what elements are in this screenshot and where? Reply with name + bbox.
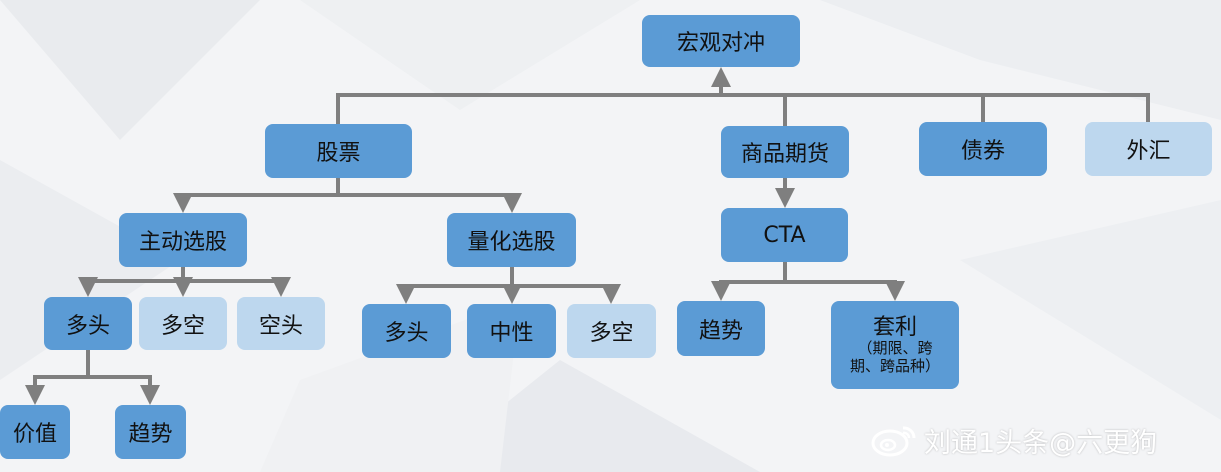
watermark-text: 刘通1头条@六更狗	[924, 427, 1158, 459]
watermark: 刘通1头条@六更狗	[870, 420, 1215, 460]
node-macro-hedge: 宏观对冲	[642, 15, 800, 67]
node-commodity-futures: 商品期货	[721, 126, 849, 178]
node-label: 多空	[589, 321, 634, 346]
node-label: CTA	[763, 222, 806, 248]
node-quant-long: 多头	[362, 304, 451, 358]
node-note-line2: 期、跨品种）	[849, 356, 940, 375]
node-label: 套利	[872, 315, 917, 341]
node-label: 多空	[160, 313, 205, 339]
node-cta-arbitrage: 套利 （期限、跨 期、跨品种）	[831, 301, 959, 389]
node-label: 多头	[384, 321, 429, 346]
node-active-long-short: 多空	[139, 297, 227, 350]
node-active-short: 空头	[237, 297, 325, 350]
node-label: 中性	[489, 321, 534, 346]
weibo-icon	[871, 426, 916, 457]
node-cta: CTA	[721, 208, 848, 262]
node-label: 外汇	[1126, 139, 1171, 164]
node-label: 股票	[316, 141, 361, 166]
node-label: 多头	[65, 313, 110, 339]
node-active-long: 多头	[44, 297, 132, 350]
node-label: 空头	[258, 313, 303, 339]
node-label: 价值	[12, 422, 57, 447]
node-value: 价值	[0, 405, 70, 459]
node-label: 趋势	[698, 318, 743, 344]
node-cta-trend: 趋势	[677, 301, 765, 356]
node-label: 趋势	[128, 422, 173, 447]
node-quant-stock-picking: 量化选股	[447, 213, 576, 267]
node-stock: 股票	[265, 124, 412, 178]
node-label: 债券	[960, 139, 1005, 164]
node-active-stock-picking: 主动选股	[119, 213, 247, 267]
node-label: 量化选股	[467, 230, 556, 255]
node-label: 宏观对冲	[676, 31, 765, 56]
node-bond: 债券	[919, 122, 1047, 176]
node-label: 商品期货	[740, 142, 829, 167]
node-fx: 外汇	[1085, 122, 1212, 176]
node-quant-long-short: 多空	[567, 304, 656, 358]
node-quant-neutral: 中性	[467, 304, 556, 358]
node-label: 主动选股	[138, 230, 227, 255]
node-note-line1: （期限、跨	[857, 339, 933, 358]
node-long-trend: 趋势	[115, 405, 186, 459]
